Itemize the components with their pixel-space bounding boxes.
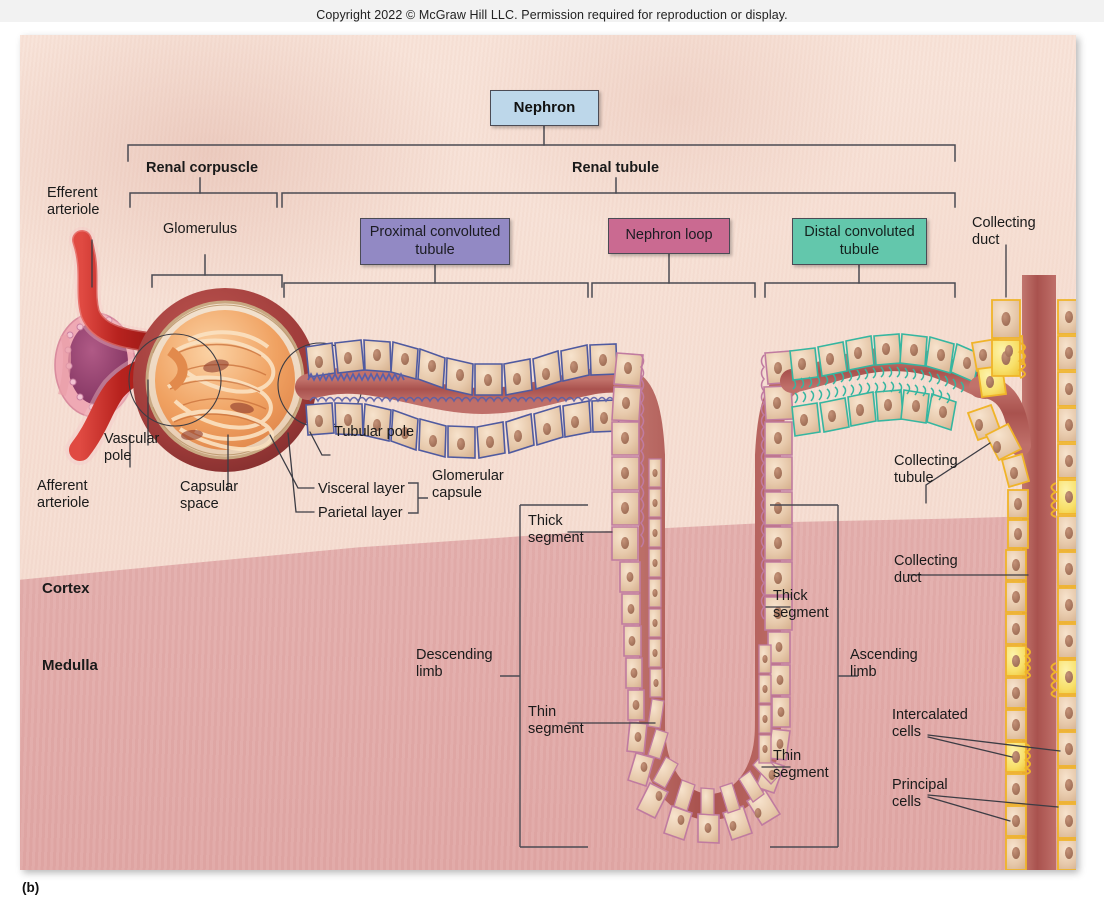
label-thin-segment-descending: Thin segment <box>528 704 584 738</box>
label-cortex: Cortex <box>42 580 90 597</box>
label-descending-limb: Descending limb <box>416 647 493 681</box>
label-medulla: Medulla <box>42 657 98 674</box>
figure-card: Nephron Proximal convoluted tubule Nephr… <box>0 22 1104 897</box>
label-intercalated-cells: Intercalated cells <box>892 707 968 741</box>
label-thick-segment-ascending: Thick segment <box>773 588 829 622</box>
label-ascending-limb: Ascending limb <box>850 647 918 681</box>
label-efferent-arteriole: Efferent arteriole <box>47 185 100 219</box>
copyright-notice: Copyright 2022 © McGraw Hill LLC. Permis… <box>316 8 788 22</box>
renal-corpuscle-artwork <box>54 227 363 472</box>
label-collecting-tubule: Collecting tubule <box>894 453 958 487</box>
label-collecting-duct-top: Collecting duct <box>972 215 1036 249</box>
label-glomerular-capsule: Glomerular capsule <box>432 468 504 502</box>
box-nephron[interactable]: Nephron <box>490 90 599 126</box>
label-glomerulus: Glomerulus <box>163 221 238 237</box>
label-visceral-layer: Visceral layer <box>318 481 405 497</box>
label-tubular-pole: Tubular pole <box>334 424 415 440</box>
label-principal-cells: Principal cells <box>892 777 948 811</box>
proximal-convoluted-tubule-artwork <box>295 339 639 459</box>
label-thick-segment-descending: Thick segment <box>528 513 584 547</box>
illustration-panel: Nephron Proximal convoluted tubule Nephr… <box>20 35 1076 870</box>
label-collecting-duct-lower: Collecting duct <box>894 553 958 587</box>
box-nephron-loop[interactable]: Nephron loop <box>608 218 730 254</box>
box-proximal-convoluted-tubule[interactable]: Proximal convoluted tubule <box>360 218 510 265</box>
box-distal-convoluted-tubule[interactable]: Distal convoluted tubule <box>792 218 927 265</box>
figure-caption: (b) <box>22 880 40 895</box>
label-vascular-pole: Vascular pole <box>104 431 160 465</box>
label-renal-tubule: Renal tubule <box>572 160 660 176</box>
collecting-duct-artwork <box>966 275 1076 870</box>
label-capsular-space: Capsular space <box>180 479 239 513</box>
label-thin-segment-ascending: Thin segment <box>773 748 829 782</box>
label-afferent-arteriole: Afferent arteriole <box>37 478 90 512</box>
label-parietal-layer: Parietal layer <box>318 505 403 521</box>
label-renal-corpuscle: Renal corpuscle <box>146 160 259 176</box>
distal-convoluted-tubule-artwork <box>780 333 997 437</box>
